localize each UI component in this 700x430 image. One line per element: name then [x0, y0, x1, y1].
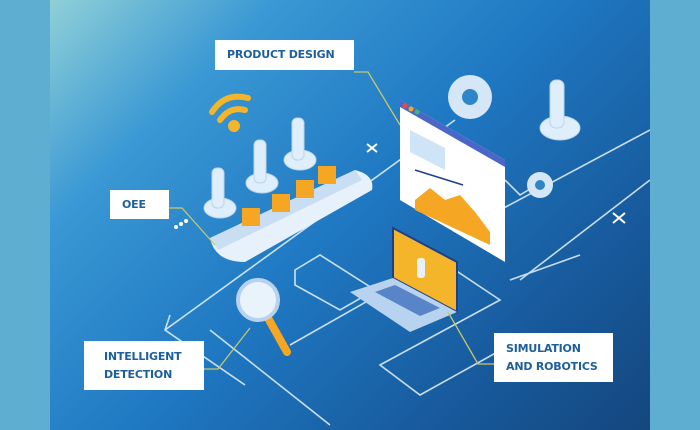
label-intelligent-detection-text: INTELLIGENT DETECTION — [104, 348, 182, 382]
dashboard-window — [400, 100, 505, 262]
laptop — [350, 226, 458, 332]
label-simulation-robotics: SIMULATION AND ROBOTICS — [494, 333, 613, 382]
robot-arms — [203, 79, 581, 219]
label-simulation-robotics-text: SIMULATION AND ROBOTICS — [506, 340, 598, 374]
label-oee-text: OEE — [122, 197, 146, 211]
label-product-design-text: PRODUCT DESIGN — [227, 48, 335, 62]
label-line: INTELLIGENT — [104, 350, 182, 364]
gear-icons — [448, 75, 553, 198]
illustration-scene: PRODUCT DESIGN OEE INTELLIGENT DETECTION… — [50, 0, 650, 430]
label-line: DETECTION — [104, 367, 173, 381]
illustration-graphics — [164, 71, 650, 426]
label-intelligent-detection: INTELLIGENT DETECTION — [84, 341, 204, 390]
dots — [174, 219, 188, 229]
wifi-icon — [209, 93, 251, 132]
label-product-design: PRODUCT DESIGN — [215, 40, 354, 70]
close-x-icons — [366, 143, 626, 224]
label-line: AND ROBOTICS — [506, 359, 598, 373]
label-connectors — [169, 71, 494, 370]
conveyor-belt — [210, 166, 373, 262]
label-oee: OEE — [110, 190, 169, 219]
label-line: SIMULATION — [506, 342, 581, 356]
magnifying-glass-icon — [236, 278, 291, 356]
